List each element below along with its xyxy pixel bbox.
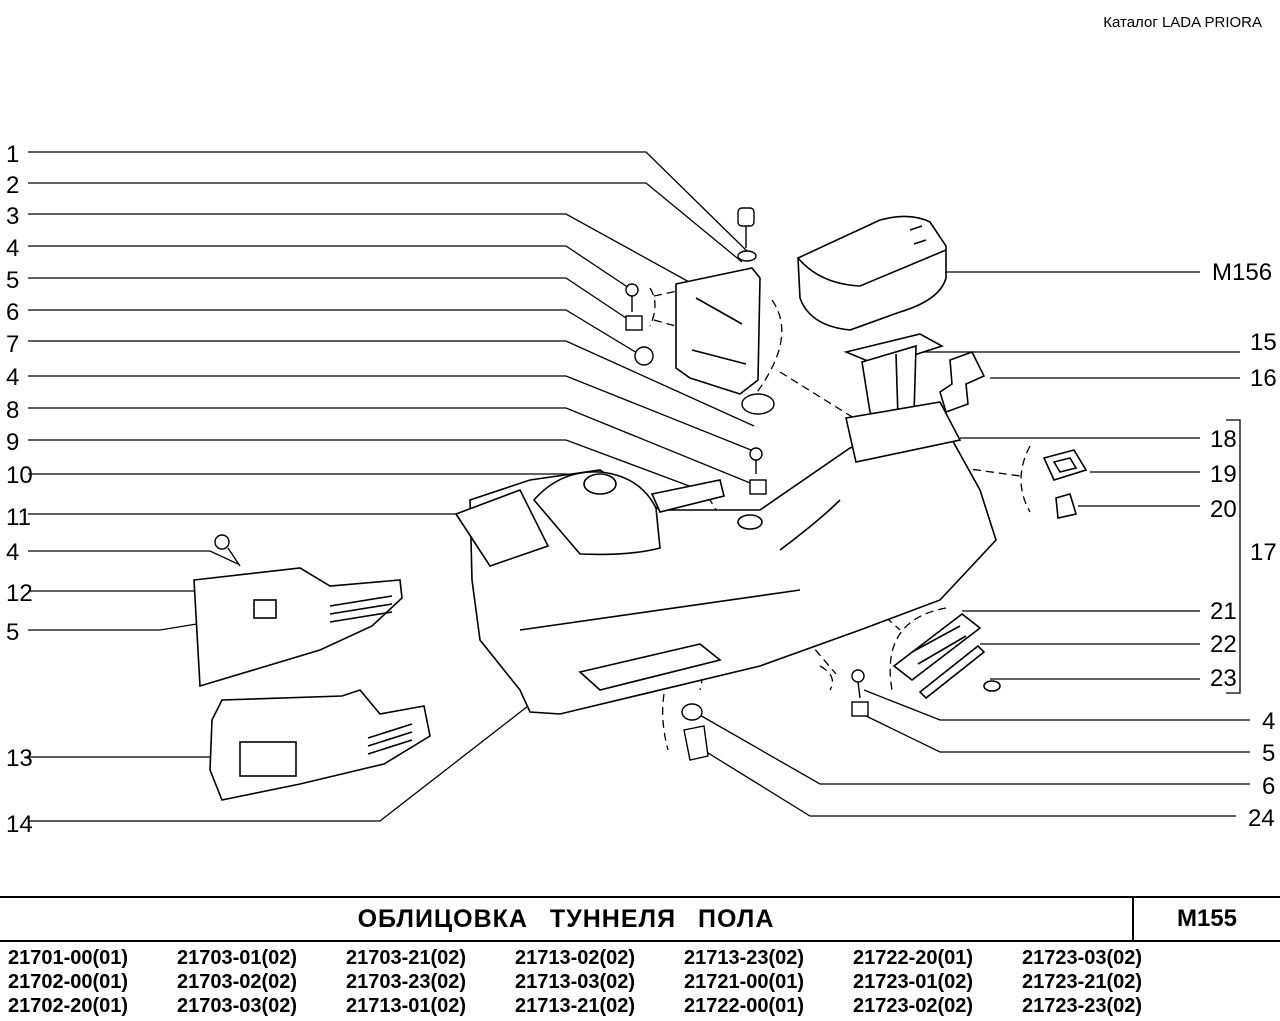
model-code: 21703-21(02) xyxy=(346,947,467,969)
callout-label: 10 xyxy=(6,462,33,489)
callout-label: 4 xyxy=(6,235,19,262)
model-code: 21722-00(01) xyxy=(684,995,805,1017)
callout-label: 7 xyxy=(6,331,19,358)
parts-diagram: 1 2 3 4 5 6 7 4 8 9 10 11 4 12 5 13 14 M… xyxy=(6,141,1277,838)
model-code: 21703-01(02) xyxy=(177,947,298,969)
callout-label: M156 xyxy=(1212,259,1272,286)
right-callouts: M156 15 16 18 19 20 17 21 22 23 4 5 6 24 xyxy=(1210,259,1277,832)
mounting-bracket xyxy=(675,267,761,395)
callout-label: 18 xyxy=(1210,426,1237,453)
callout-label: 2 xyxy=(6,172,19,199)
callout-label: 8 xyxy=(6,397,19,424)
callout-label: 16 xyxy=(1250,365,1277,392)
model-code: 21721-00(01) xyxy=(684,971,805,993)
callout-label: 12 xyxy=(6,580,33,607)
model-code: 21713-02(02) xyxy=(515,947,636,969)
callout-label: 24 xyxy=(1248,805,1275,832)
model-code: 21723-23(02) xyxy=(1022,995,1143,1017)
callout-label: 1 xyxy=(6,141,19,168)
callout-label: 9 xyxy=(6,429,19,456)
armrest-cover xyxy=(797,215,947,331)
callout-label: 17 xyxy=(1250,539,1277,566)
callout-label: 3 xyxy=(6,203,19,230)
callout-label: 11 xyxy=(6,504,31,531)
right-bracket-assembly xyxy=(892,612,1001,700)
callout-label: 23 xyxy=(1210,665,1237,692)
model-code: 21713-01(02) xyxy=(346,995,467,1017)
bracket-clip xyxy=(939,351,986,414)
callout-label: 4 xyxy=(1262,708,1275,735)
model-code: 21722-20(01) xyxy=(853,947,974,969)
title-block: ОБЛИЦОВКА ТУННЕЛЯ ПОЛА M155 xyxy=(0,896,1280,942)
callout-label: 22 xyxy=(1210,631,1237,658)
side-panel-left xyxy=(193,567,403,688)
storage-box xyxy=(843,333,945,425)
catalog-title: Каталог LADA PRIORA xyxy=(1103,14,1262,31)
callout-label: 4 xyxy=(6,364,19,391)
model-code: 21723-01(02) xyxy=(853,971,974,993)
model-list: 21701-00(01) 21703-01(02) 21703-21(02) 2… xyxy=(8,946,1278,1018)
callout-label: 14 xyxy=(6,811,33,838)
model-code: 21713-03(02) xyxy=(515,971,636,993)
callout-label: 5 xyxy=(6,619,19,646)
model-code: 21703-03(02) xyxy=(177,995,298,1017)
model-code: 21702-20(01) xyxy=(8,995,129,1017)
model-code: 21713-21(02) xyxy=(515,995,636,1017)
page-title: ОБЛИЦОВКА ТУННЕЛЯ ПОЛА xyxy=(357,905,775,933)
model-code: 21713-23(02) xyxy=(684,947,805,969)
page-code: M155 xyxy=(1132,898,1280,940)
left-callouts: 1 2 3 4 5 6 7 4 8 9 10 11 4 12 5 13 14 xyxy=(6,141,33,838)
callout-label: 21 xyxy=(1210,598,1237,625)
switch-button xyxy=(1042,449,1088,519)
callout-label: 4 xyxy=(6,539,19,566)
callout-label: 5 xyxy=(1262,740,1275,767)
tunnel-console xyxy=(454,401,997,715)
model-code: 21703-23(02) xyxy=(346,971,467,993)
callout-label: 15 xyxy=(1250,329,1277,356)
callout-label: 5 xyxy=(6,267,19,294)
callout-label: 6 xyxy=(6,299,19,326)
callout-label: 20 xyxy=(1210,496,1237,523)
model-code: 21723-21(02) xyxy=(1022,971,1143,993)
model-code: 21723-02(02) xyxy=(853,995,974,1017)
callout-label: 6 xyxy=(1262,773,1275,800)
fasteners xyxy=(214,207,869,761)
model-code: 21701-00(01) xyxy=(8,947,129,969)
callout-label: 13 xyxy=(6,745,33,772)
side-panel-lower xyxy=(209,689,431,801)
callout-label: 19 xyxy=(1210,461,1237,488)
model-code: 21702-00(01) xyxy=(8,971,129,993)
model-code: 21703-02(02) xyxy=(177,971,298,993)
model-code: 21723-03(02) xyxy=(1022,947,1143,969)
